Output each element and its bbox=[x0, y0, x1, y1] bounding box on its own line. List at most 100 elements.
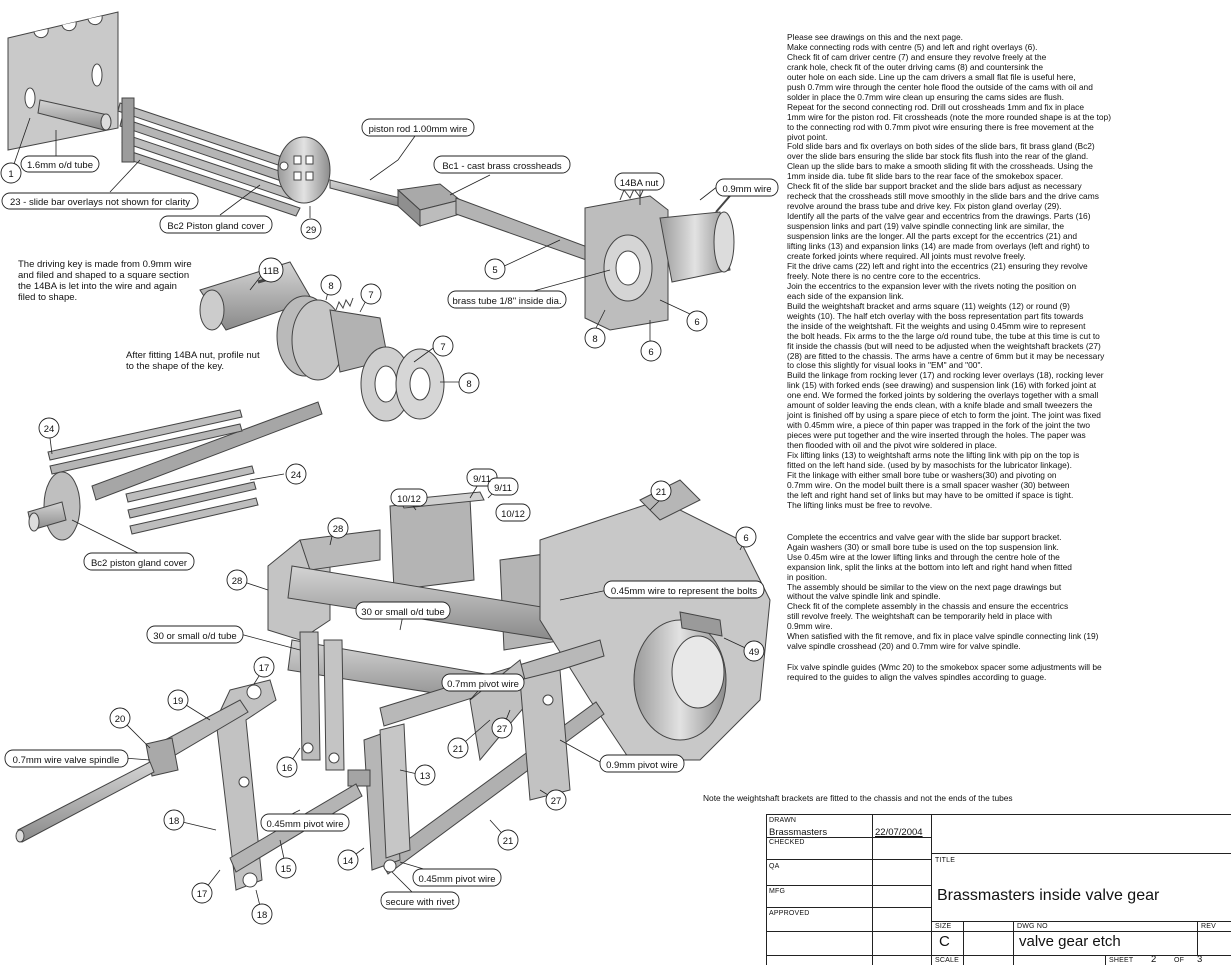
callout-15: 15 bbox=[281, 864, 292, 875]
callout-09-pivot: 0.9mm pivot wire bbox=[606, 760, 678, 771]
instruction-line: Check fit of the slide bar support brack… bbox=[787, 181, 1082, 192]
instruction-line: the left and right hand set of links but… bbox=[787, 489, 1074, 500]
callout-10-12a: 10/12 bbox=[397, 494, 421, 505]
callout-13: 13 bbox=[420, 771, 431, 782]
instruction-line: Fit the drive cams (22) left and right i… bbox=[787, 260, 1088, 271]
of-label: OF bbox=[1174, 957, 1185, 964]
callout-28b: 28 bbox=[232, 576, 243, 587]
tube-1.6mm bbox=[37, 99, 112, 131]
assembly-instructions: Please see drawings on this and the next… bbox=[787, 32, 1227, 683]
connecting-rod bbox=[455, 197, 593, 263]
callout-6b: 6 bbox=[694, 317, 699, 328]
callout-21c: 21 bbox=[503, 836, 514, 847]
callout-valve-spindle: 0.7mm wire valve spindle bbox=[13, 755, 120, 766]
instruction-line: lifting links (13) and expansion links (… bbox=[787, 241, 1090, 252]
instruction-line: joint is finished off by using a spare p… bbox=[787, 410, 1101, 421]
instruction-line: Build the linkage from rocking lever (17… bbox=[787, 370, 1104, 381]
instruction-line: solder in place the 0.7mm wire clean up … bbox=[787, 91, 1064, 102]
callout-8b: 8 bbox=[328, 281, 333, 292]
instruction-line: weights (10). The half etch overlay with… bbox=[787, 310, 1084, 321]
callout-7b: 7 bbox=[440, 342, 445, 353]
callout-17a: 17 bbox=[259, 663, 270, 674]
instruction-line: recheck that the crossheads still move s… bbox=[787, 191, 1099, 202]
piston-gland-cover-disc bbox=[277, 136, 331, 204]
scale-label: SCALE bbox=[935, 957, 959, 964]
sheet-label: SHEET bbox=[1109, 957, 1134, 964]
instruction-line: without the valve spindle link and spind… bbox=[787, 591, 941, 602]
callout-21b: 21 bbox=[453, 744, 464, 755]
instruction-line: Repeat for the second connecting rod. Dr… bbox=[787, 101, 1085, 112]
rocking-lever bbox=[215, 679, 277, 891]
instruction-line: to the connecting rod with 0.7mm pivot w… bbox=[787, 121, 1094, 132]
approved-label: APPROVED bbox=[769, 910, 810, 917]
drawn-label: DRAWN bbox=[769, 817, 797, 824]
qa-label: QA bbox=[769, 863, 780, 870]
instruction-line: over the slide bars ensuring the slide b… bbox=[787, 151, 1089, 162]
instructions-block-2: Complete the eccentrics and valve gear w… bbox=[787, 532, 1227, 652]
callout-1: 1 bbox=[8, 169, 13, 180]
callout-piston-rod: piston rod 1.00mm wire bbox=[369, 124, 468, 135]
svg-text:filed to shape.: filed to shape. bbox=[18, 292, 77, 303]
svg-text:to the shape of the key.: to the shape of the key. bbox=[126, 361, 224, 372]
instruction-line: Build the weightshaft bracket and arms s… bbox=[787, 300, 1070, 311]
callout-5: 5 bbox=[492, 265, 497, 276]
lifting-link-bracket bbox=[519, 669, 571, 801]
callout-21a: 21 bbox=[656, 487, 667, 498]
cam-driver-assembly-right bbox=[584, 187, 736, 331]
svg-text:After fitting 14BA nut, profil: After fitting 14BA nut, profile nut bbox=[126, 350, 260, 361]
sheet-number: 2 bbox=[1151, 954, 1157, 965]
callout-09wire: 0.9mm wire bbox=[722, 184, 771, 195]
dwg-no-value: valve gear etch bbox=[1019, 933, 1121, 950]
instruction-line: crank hole, check fit of the outer drivi… bbox=[787, 61, 1044, 72]
callout-28a: 28 bbox=[333, 524, 344, 535]
callout-18a: 18 bbox=[169, 816, 180, 827]
instruction-line: suspension links and part (19) valve spi… bbox=[787, 221, 1064, 232]
instruction-line: fit inside the chassis (but will need to… bbox=[787, 340, 1101, 351]
callout-7a: 7 bbox=[368, 290, 373, 301]
callout-bc1: Bc1 - cast brass crossheads bbox=[442, 161, 562, 172]
instruction-line: suspension links are the longer. All the… bbox=[787, 231, 1078, 242]
mfg-label: MFG bbox=[769, 888, 786, 895]
instruction-line: outer hole on each side. Line up the cam… bbox=[787, 71, 1076, 82]
instruction-line: required to the guides to align the valv… bbox=[787, 672, 1047, 683]
drawn-date: 22/07/2004 bbox=[875, 827, 923, 838]
callout-30-tube2: 30 or small o/d tube bbox=[361, 607, 444, 618]
instruction-line: Identify all the parts of the valve gear… bbox=[787, 211, 1091, 222]
callout-8a: 8 bbox=[592, 334, 597, 345]
callout-27a: 27 bbox=[497, 724, 508, 735]
title-label: TITLE bbox=[935, 857, 956, 864]
instruction-line: fitted on the left hand side. (used by b… bbox=[787, 459, 1072, 470]
instruction-line: with 0.45mm wire, a piece of thin paper … bbox=[787, 420, 1091, 431]
callout-brass-tube: brass tube 1/8" inside dia. bbox=[453, 296, 562, 307]
drawn-by: Brassmasters bbox=[769, 827, 828, 838]
callout-49: 49 bbox=[749, 647, 760, 658]
instruction-line: revolve around the brass tube and drive … bbox=[787, 201, 1062, 212]
callout-29: 29 bbox=[306, 225, 317, 236]
instruction-line: the inside of the weightshaft. Fit the w… bbox=[787, 320, 1086, 331]
piston-gland-lower bbox=[27, 471, 81, 541]
key-note: The driving key is made from 0.9mm wire … bbox=[18, 259, 192, 303]
callout-10-12b: 10/12 bbox=[501, 509, 525, 520]
callout-23: 23 - slide bar overlays not shown for cl… bbox=[10, 197, 190, 208]
callout-9-11a: 9/11 bbox=[473, 474, 491, 485]
callout-6c: 6 bbox=[743, 533, 748, 544]
callout-8c: 8 bbox=[466, 379, 471, 390]
callout-07-pivot: 0.7mm pivot wire bbox=[447, 679, 519, 690]
instruction-line: one end. We formed the forked joints by … bbox=[787, 390, 1099, 401]
instruction-line: 1mm wire for the piston rod. Fit crosshe… bbox=[787, 111, 1111, 122]
svg-text:The driving key is made from 0: The driving key is made from 0.9mm wire bbox=[18, 259, 192, 270]
callout-11b: 11B bbox=[263, 266, 279, 277]
valve-spindle-wire bbox=[15, 761, 155, 843]
instruction-line: each side of the expansion link. bbox=[787, 290, 904, 301]
instruction-line: Use 0.45m wire at the lower lifting link… bbox=[787, 551, 1060, 562]
instruction-line: pivot point. bbox=[787, 131, 828, 142]
weightshaft-footnote: Note the weightshaft brackets are fitted… bbox=[703, 793, 1013, 803]
instructions-block-1: Please see drawings on this and the next… bbox=[787, 32, 1227, 511]
instruction-line: to close this slightly for visual looks … bbox=[787, 360, 983, 371]
nut-note: After fitting 14BA nut, profile nut to t… bbox=[126, 350, 260, 372]
callout-17b: 17 bbox=[197, 889, 208, 900]
callout-20: 20 bbox=[115, 714, 126, 725]
instruction-line: Fix lifting links (13) to weightshaft ar… bbox=[787, 450, 1080, 461]
callout-18b: 18 bbox=[257, 910, 268, 921]
